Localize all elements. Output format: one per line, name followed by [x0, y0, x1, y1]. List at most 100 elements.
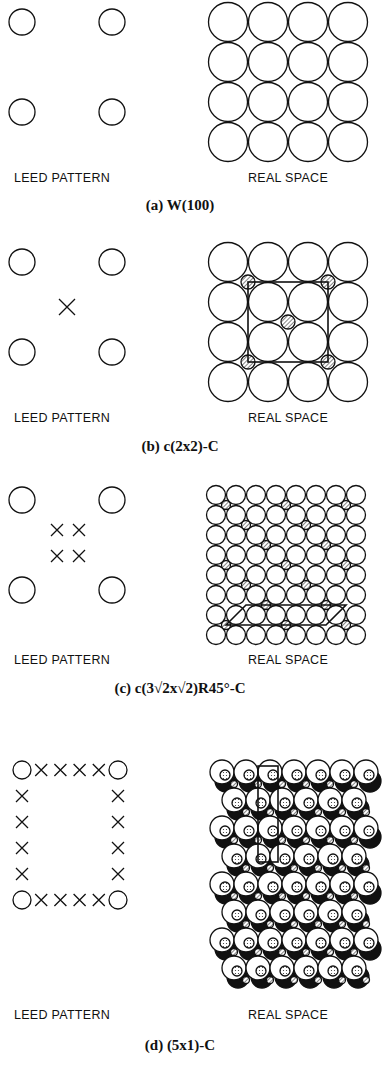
surface-atom	[328, 798, 338, 808]
atom-circle	[249, 43, 288, 82]
leed-extra-spot	[51, 524, 63, 536]
tungsten-atom	[234, 872, 258, 896]
carbon-atom	[291, 809, 298, 816]
atom-circle	[347, 526, 366, 545]
tungsten-atom	[342, 788, 366, 812]
leed-spot	[9, 339, 35, 365]
leed-extra-spot	[93, 764, 105, 776]
surface-atom	[340, 770, 350, 780]
atom-circle	[289, 3, 328, 42]
surface-atom	[364, 882, 374, 892]
leed-extra-spot	[74, 894, 86, 906]
panel-label: LEED PATTERN	[14, 411, 110, 425]
carbon-atom	[242, 581, 251, 590]
carbon-atom	[342, 561, 351, 570]
surface-atom	[304, 798, 314, 808]
carbon-atom	[303, 837, 310, 844]
carbon-atom	[243, 865, 250, 872]
tungsten-atom	[222, 788, 246, 812]
carbon-atom	[255, 893, 262, 900]
tungsten-atom	[318, 844, 342, 868]
leed-extra-spot	[54, 894, 66, 906]
surface-atom	[268, 770, 278, 780]
panel-label: LEED PATTERN	[14, 1008, 110, 1022]
tungsten-atom	[222, 956, 246, 980]
tungsten-atom	[318, 956, 342, 980]
tungsten-atom	[210, 928, 234, 952]
atom-circle	[289, 123, 328, 162]
panel-caption: (c) c(3√2x√2)R45°-C	[114, 680, 245, 697]
surface-atom	[364, 826, 374, 836]
carbon-atom	[363, 977, 370, 984]
carbon-atom	[322, 541, 331, 550]
tungsten-atom	[270, 900, 294, 924]
atom-circle	[249, 323, 288, 362]
atom-circle	[289, 283, 328, 322]
surface-atom	[328, 910, 338, 920]
surface-atom	[352, 798, 362, 808]
atom-circle	[249, 83, 288, 122]
carbon-atom	[351, 893, 358, 900]
surface-atom	[316, 770, 326, 780]
atom-circle	[329, 243, 368, 282]
surface-atom	[304, 854, 314, 864]
tungsten-atom	[222, 900, 246, 924]
tungsten-atom	[330, 928, 354, 952]
carbon-atom	[351, 837, 358, 844]
surface-atom	[244, 826, 254, 836]
leed-spot	[9, 99, 35, 125]
tungsten-atom	[246, 956, 270, 980]
atom-circle	[289, 43, 328, 82]
tungsten-atom	[306, 760, 330, 784]
surface-atom	[232, 854, 242, 864]
atom-circle	[329, 43, 368, 82]
surface-atom	[256, 966, 266, 976]
atom-circle	[209, 3, 248, 42]
carbon-atom	[242, 521, 251, 530]
tungsten-atom	[246, 900, 270, 924]
leed-extra-spot	[112, 790, 124, 802]
surface-atom	[280, 910, 290, 920]
leed-spot	[99, 99, 125, 125]
carbon-atom	[303, 781, 310, 788]
leed-spot	[9, 9, 35, 35]
surface-atom	[244, 938, 254, 948]
tungsten-atom	[294, 788, 318, 812]
atom-circle	[209, 123, 248, 162]
carbon-atom	[291, 865, 298, 872]
atom-circle	[249, 283, 288, 322]
carbon-atom	[279, 781, 286, 788]
leed-spot	[99, 487, 125, 513]
leed-extra-spot	[112, 842, 124, 854]
carbon-atom	[339, 809, 346, 816]
carbon-atom	[279, 837, 286, 844]
atom-circle	[289, 363, 328, 402]
surface-atom	[292, 826, 302, 836]
atom-circle	[307, 486, 326, 505]
carbon-atom	[363, 809, 370, 816]
carbon-atom	[231, 949, 238, 956]
surface-atom	[340, 882, 350, 892]
surface-atom	[316, 938, 326, 948]
tungsten-atom	[270, 956, 294, 980]
surface-atom	[328, 966, 338, 976]
surface-atom	[244, 882, 254, 892]
leed-extra-spot	[93, 894, 105, 906]
carbon-atom	[339, 921, 346, 928]
panel-label: LEED PATTERN	[14, 171, 110, 185]
tungsten-atom	[282, 928, 306, 952]
surface-atom	[280, 966, 290, 976]
tungsten-atom	[354, 872, 378, 896]
panel-caption: (b) c(2x2)-C	[141, 438, 218, 455]
surface-atom	[256, 910, 266, 920]
tungsten-atom	[330, 872, 354, 896]
tungsten-atom	[354, 816, 378, 840]
panel-label: REAL SPACE	[248, 653, 328, 667]
carbon-atom	[222, 501, 231, 510]
carbon-atom	[243, 977, 250, 984]
panel-caption: (d) (5x1)-C	[145, 1037, 215, 1054]
tungsten-atom	[342, 844, 366, 868]
carbon-atom	[315, 977, 322, 984]
tungsten-atom	[234, 760, 258, 784]
surface-atom	[244, 770, 254, 780]
